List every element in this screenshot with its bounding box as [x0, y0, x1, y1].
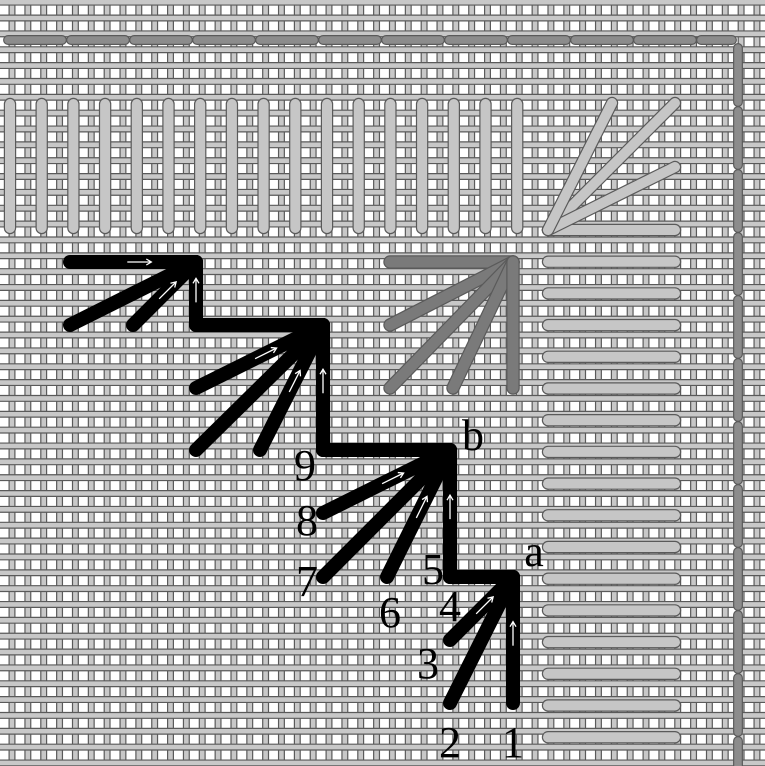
label-6: 6 [379, 588, 401, 637]
label-a: a [524, 527, 544, 576]
label-1: 1 [502, 718, 524, 766]
label-3: 3 [417, 639, 439, 688]
label-b: b [462, 411, 484, 460]
label-9: 9 [294, 441, 316, 490]
label-7: 7 [296, 557, 318, 606]
label-2: 2 [439, 718, 461, 766]
label-8: 8 [296, 496, 318, 545]
label-5: 5 [422, 545, 444, 594]
